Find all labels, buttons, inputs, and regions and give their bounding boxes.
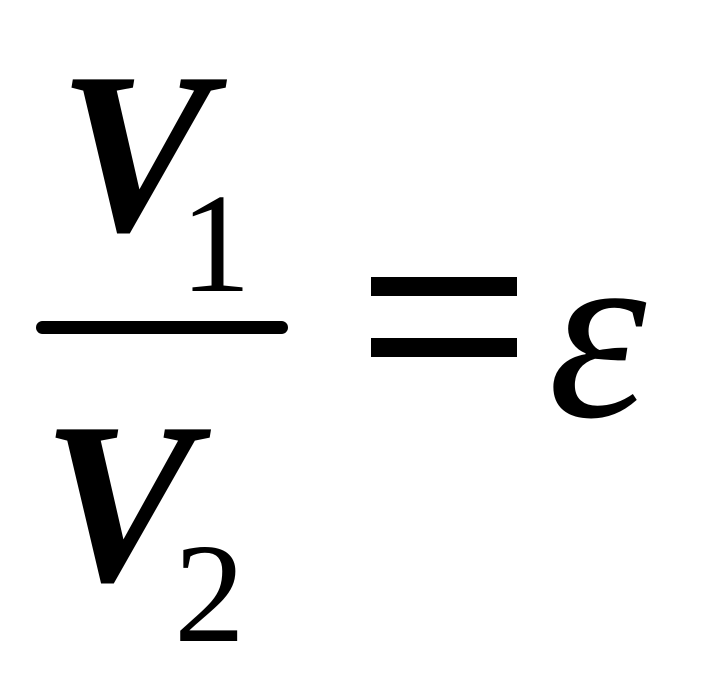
epsilon-symbol: ε bbox=[548, 194, 647, 471]
denominator-subscript: 2 bbox=[174, 514, 245, 672]
equals-sign bbox=[371, 277, 517, 357]
numerator-subscript: 1 bbox=[180, 164, 251, 322]
denominator-variable: V bbox=[42, 375, 196, 630]
numerator-variable: V bbox=[58, 25, 212, 280]
fraction-bar bbox=[36, 321, 288, 334]
equals-line-bottom bbox=[371, 338, 517, 357]
equals-line-top bbox=[371, 277, 517, 296]
